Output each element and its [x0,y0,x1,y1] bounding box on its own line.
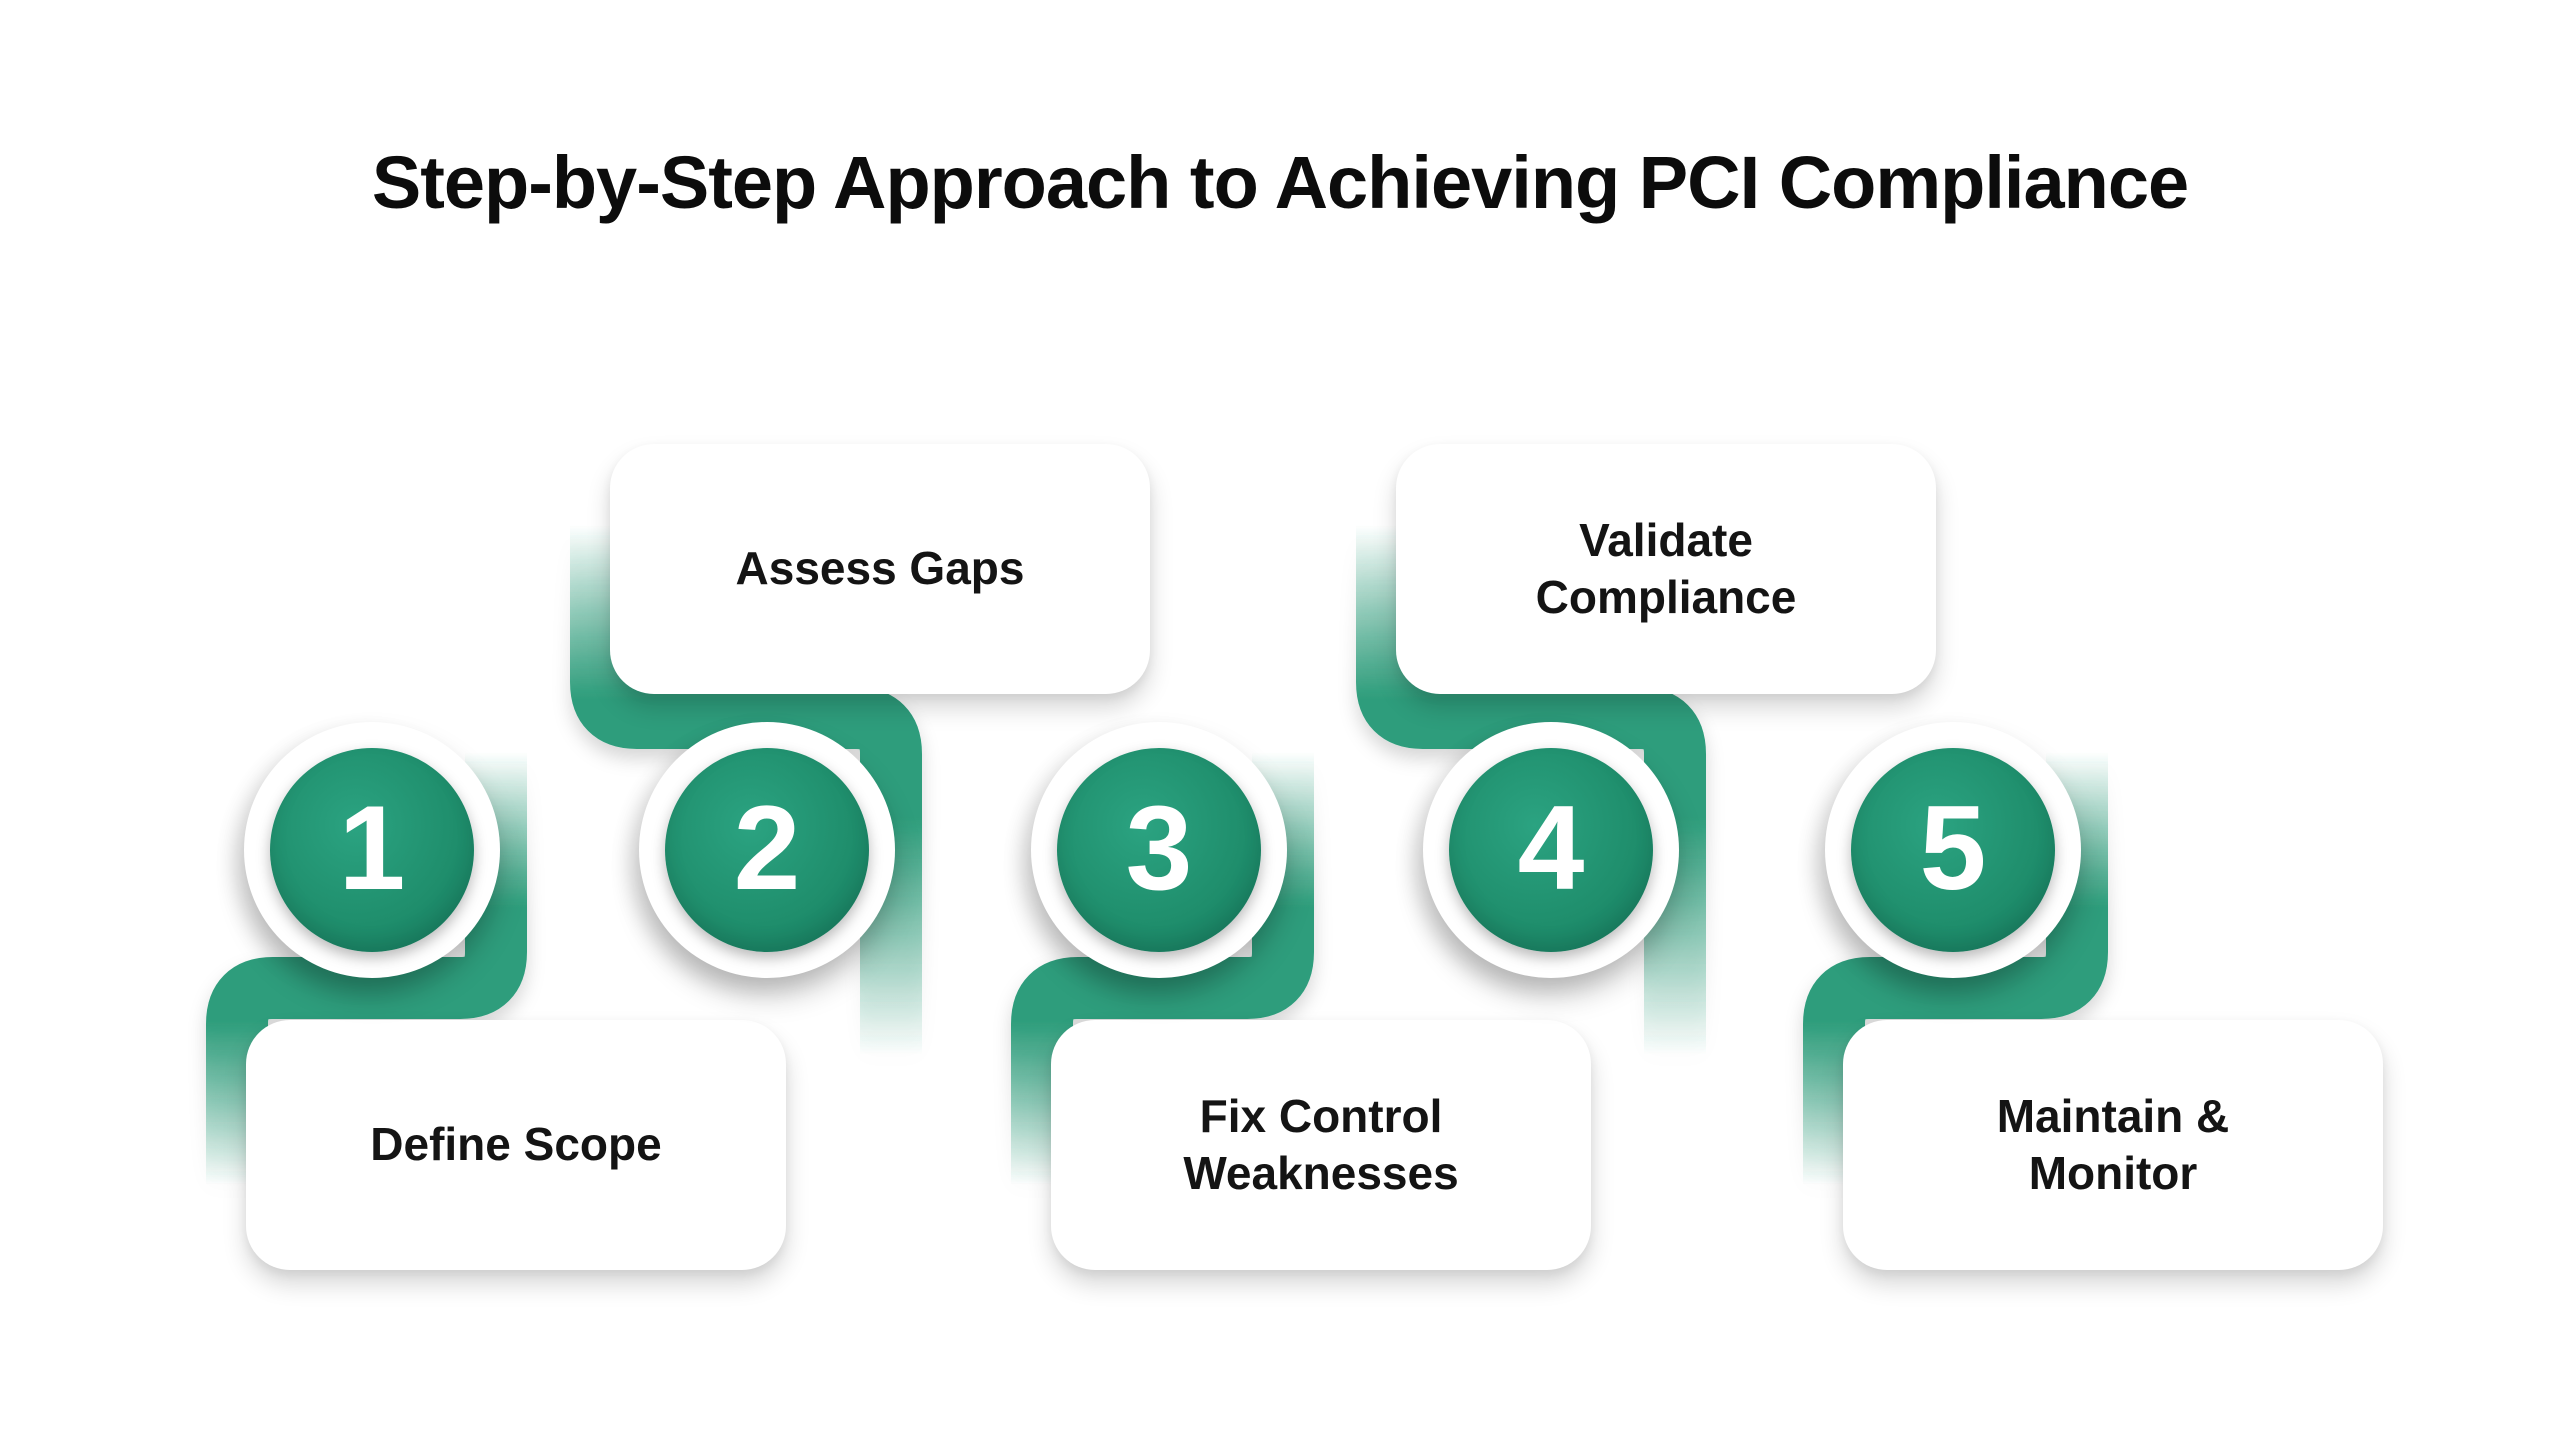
ribbon-step-5 [1803,752,2108,1185]
step-circle-5: 5 [1825,722,2081,978]
step-circle-3: 3 [1031,722,1287,978]
step-circle-1-inner: 1 [270,748,474,952]
step-number-4: 4 [1517,781,1585,915]
ribbon-step-2 [570,525,922,1055]
ribbon-step-3 [1011,752,1314,1185]
step-number-5: 5 [1919,781,1987,915]
step-label-4: Validate Compliance [1535,513,1797,624]
step-label-1: Define Scope [370,1118,662,1171]
step-circle-4: 4 [1423,722,1679,978]
step-circle-4-inner: 4 [1449,748,1653,952]
step-circle-1: 1 [244,722,500,978]
ribbon-step-1 [206,752,527,1185]
step-card-2: Assess Gaps [610,444,1150,694]
step-circle-5-inner: 5 [1851,748,2055,952]
step-card-1: Define Scope [246,1020,786,1270]
step-circle-2: 2 [639,722,895,978]
step-number-2: 2 [733,781,801,915]
step-label-2: Assess Gaps [735,542,1025,595]
ribbon-step-4 [1356,525,1706,1055]
step-circle-2-inner: 2 [665,748,869,952]
step-card-3: Fix Control Weaknesses [1051,1020,1591,1270]
step-number-1: 1 [338,781,406,915]
step-label-3: Fix Control Weaknesses [1183,1089,1459,1200]
page-title: Step-by-Step Approach to Achieving PCI C… [371,141,2189,224]
step-number-3: 3 [1125,781,1193,915]
step-circle-3-inner: 3 [1057,748,1261,952]
step-card-5: Maintain & Monitor [1843,1020,2383,1270]
step-label-5: Maintain & Monitor [1996,1089,2230,1200]
step-card-4: Validate Compliance [1396,444,1936,694]
